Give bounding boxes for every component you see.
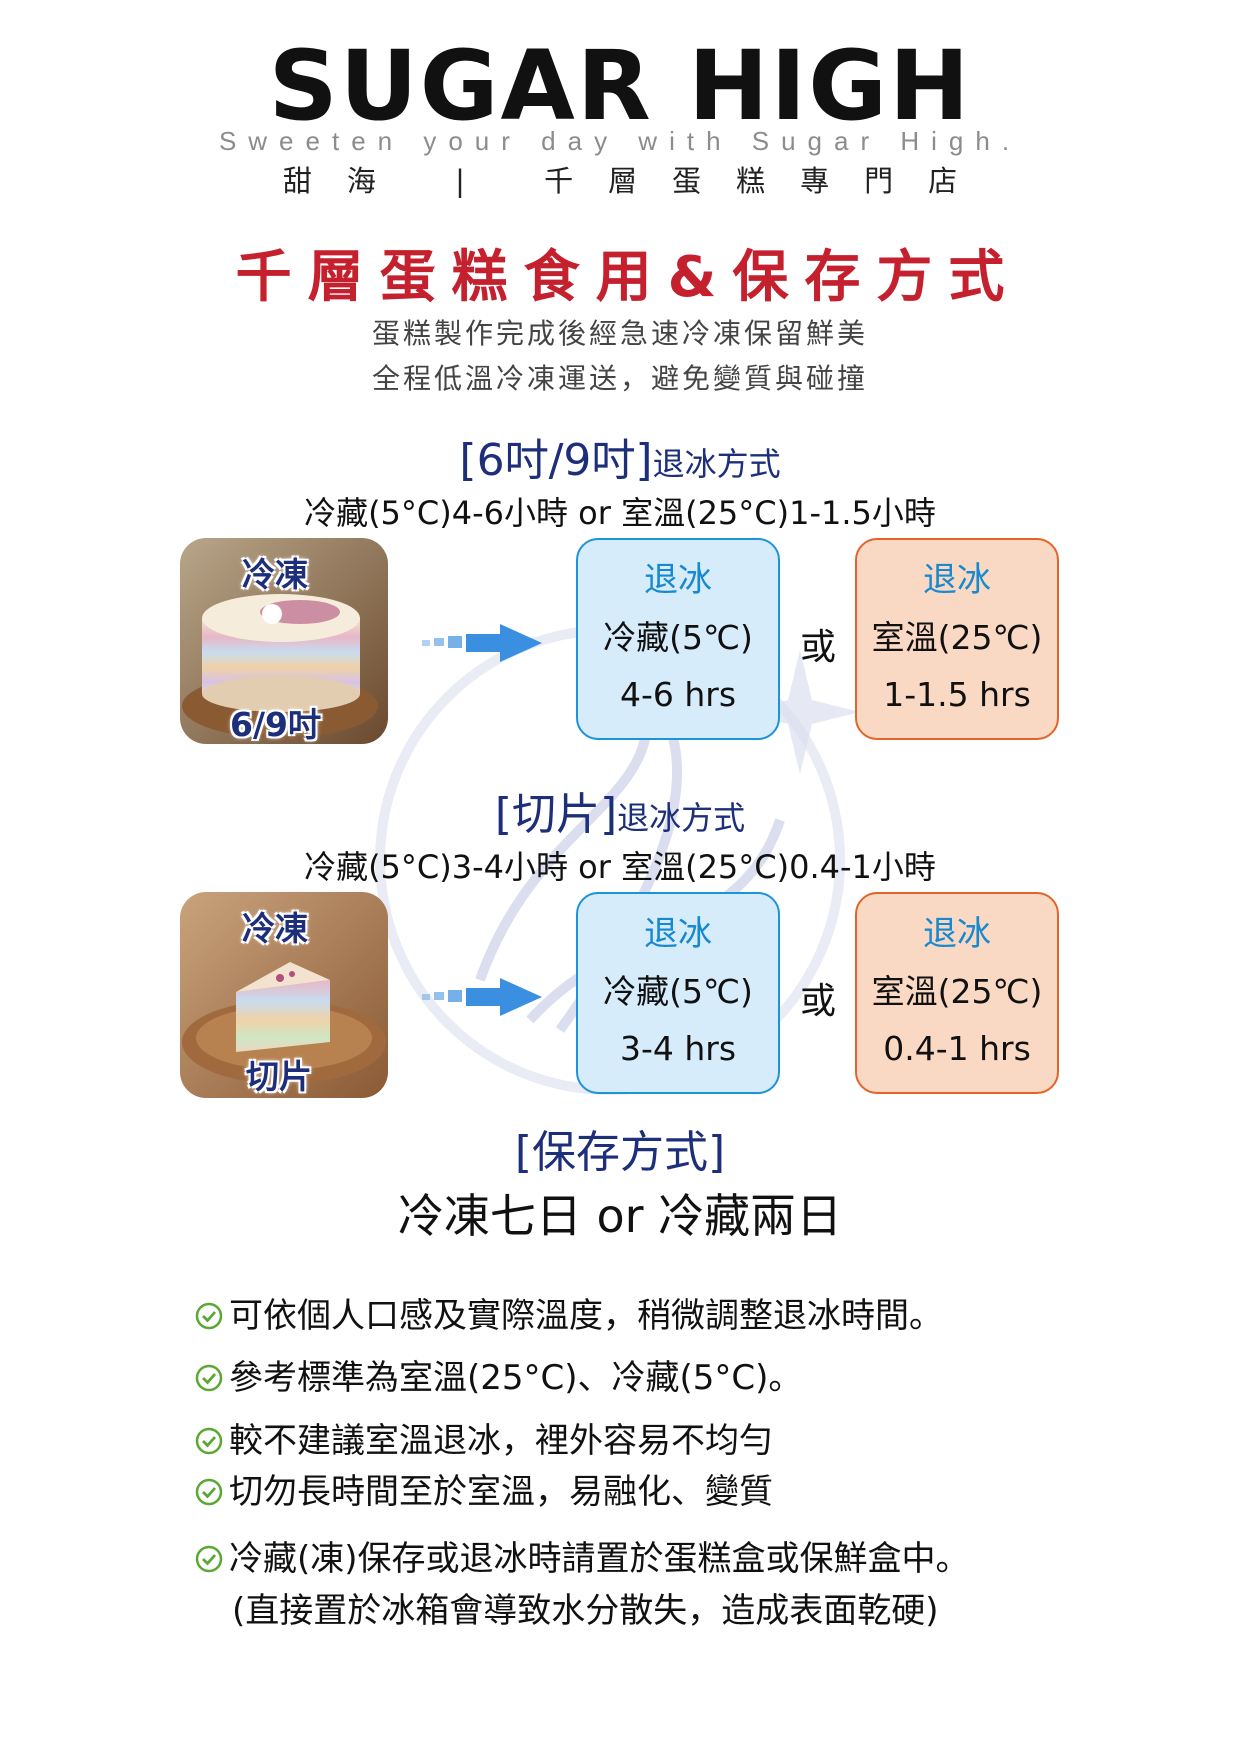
thaw-box-time: 4-6 hrs <box>619 675 737 714</box>
section-heading: [6吋/9吋]退冰方式 <box>0 424 1240 488</box>
thaw-box-condition: 室溫(25℃) <box>871 972 1043 1011</box>
whole-cake-illustration <box>180 538 388 744</box>
arrow-right-icon <box>422 978 542 1016</box>
cake-slice-illustration <box>180 892 388 1098</box>
note-item: 較不建議室溫退冰，裡外容易不均勻 <box>195 1413 773 1462</box>
thaw-fridge-box: 退冰 冷藏(5℃) 3-4 hrs <box>576 892 780 1094</box>
photo-tag-size: 切片 <box>246 1057 312 1096</box>
thaw-room-temp-box: 退冰 室溫(25℃) 1-1.5 hrs <box>855 538 1059 740</box>
note-item: 可依個人口感及實際溫度，稍微調整退冰時間。 <box>195 1288 943 1337</box>
thaw-box-condition: 室溫(25℃) <box>871 618 1043 657</box>
brand-subtitle: 甜海 | 千層蛋糕專門店 <box>282 164 993 198</box>
brand-tagline: Sweeten your day with Sugar High. <box>218 126 1022 156</box>
thaw-box-title: 退冰 <box>644 914 712 954</box>
or-label: 或 <box>800 981 837 1022</box>
check-circle-icon <box>195 1545 223 1573</box>
page-title: 千層蛋糕食用&保存方式 <box>235 245 1021 310</box>
note-text: 可依個人口感及實際溫度，稍微調整退冰時間。 <box>229 1296 943 1336</box>
storage-text: 冷凍七日 or 冷藏兩日 <box>397 1189 843 1243</box>
section-heading: [切片]退冰方式 <box>0 778 1240 842</box>
storage-heading: [保存方式] <box>514 1127 726 1178</box>
thaw-fridge-box: 退冰 冷藏(5℃) 4-6 hrs <box>576 538 780 740</box>
note-text: 參考標準為室溫(25°C)、冷藏(5°C)。 <box>229 1358 803 1398</box>
note-item: 參考標準為室溫(25°C)、冷藏(5°C)。 <box>195 1350 802 1399</box>
section-heading-bracket: [切片] <box>494 789 618 840</box>
cake-slice-photo: 冷凍 切片 <box>180 892 388 1098</box>
thaw-box-condition: 冷藏(5℃) <box>603 972 753 1011</box>
photo-tag-frozen: 冷凍 <box>242 555 308 594</box>
thaw-box-time: 3-4 hrs <box>619 1029 737 1068</box>
section-heading-suffix: 退冰方式 <box>652 445 781 483</box>
thaw-box-condition: 冷藏(5℃) <box>603 618 753 657</box>
thaw-box-time: 1-1.5 hrs <box>883 675 1031 714</box>
brand-logo-title: SUGAR HIGH <box>268 30 972 142</box>
or-label: 或 <box>800 627 837 668</box>
intro-line: 蛋糕製作完成後經急速冷凍保留鮮美 <box>371 317 868 350</box>
photo-tag-frozen: 冷凍 <box>242 909 308 948</box>
section-heading-suffix: 退冰方式 <box>617 799 746 837</box>
note-text: 切勿長時間至於室溫，易融化、變質 <box>229 1472 773 1512</box>
note-item: 切勿長時間至於室溫，易融化、變質 <box>195 1464 773 1513</box>
thaw-box-title: 退冰 <box>923 914 991 954</box>
check-circle-icon <box>195 1364 223 1392</box>
photo-tag-size: 6/9吋 <box>230 705 321 744</box>
check-circle-icon <box>195 1302 223 1330</box>
whole-cake-photo: 冷凍 6/9吋 <box>180 538 388 744</box>
note-text: 冷藏(凍)保存或退冰時請置於蛋糕盒或保鮮盒中。 <box>229 1539 970 1579</box>
section-summary-line: 冷藏(5°C)4-6小時 or 室溫(25°C)1-1.5小時 <box>304 494 936 532</box>
arrow-right-icon <box>422 624 542 662</box>
thaw-box-title: 退冰 <box>644 560 712 600</box>
note-item: 冷藏(凍)保存或退冰時請置於蛋糕盒或保鮮盒中。 <box>195 1531 970 1580</box>
thaw-room-temp-box: 退冰 室溫(25℃) 0.4-1 hrs <box>855 892 1059 1094</box>
note-text: 較不建議室溫退冰，裡外容易不均勻 <box>229 1421 773 1461</box>
thaw-box-title: 退冰 <box>923 560 991 600</box>
check-circle-icon <box>195 1478 223 1506</box>
intro-line: 全程低溫冷凍運送，避免變質與碰撞 <box>371 362 868 395</box>
section-heading-bracket: [6吋/9吋] <box>459 435 653 486</box>
check-circle-icon <box>195 1427 223 1455</box>
note-subtext: (直接置於冰箱會導致水分散失，造成表面乾硬) <box>232 1591 939 1631</box>
section-summary-line: 冷藏(5°C)3-4小時 or 室溫(25°C)0.4-1小時 <box>304 848 936 886</box>
thaw-box-time: 0.4-1 hrs <box>883 1029 1031 1068</box>
